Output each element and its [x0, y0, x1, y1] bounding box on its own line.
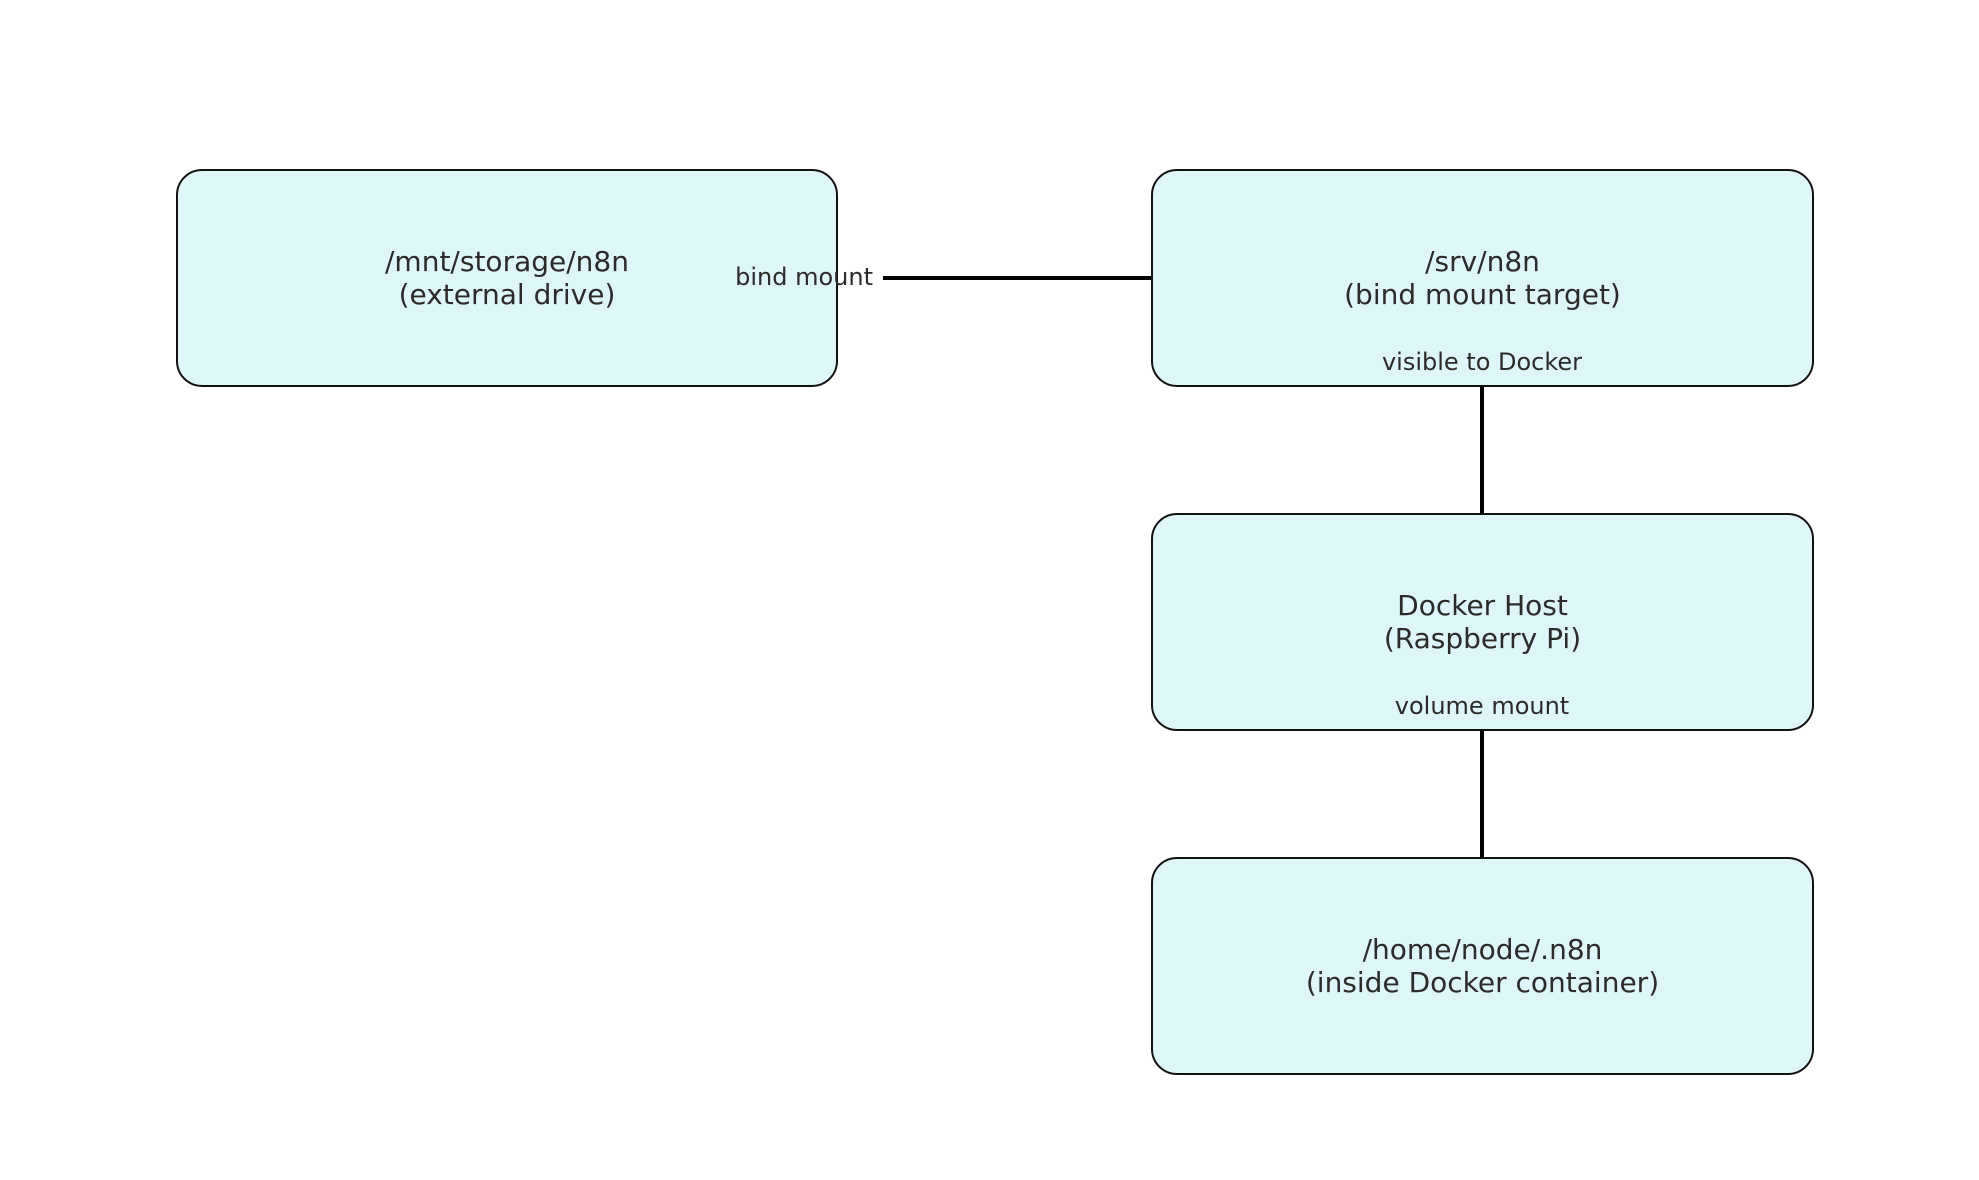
- bind-mount-label: bind mount: [735, 263, 873, 291]
- visible-to-docker-arrow: [1473, 387, 1491, 533]
- bind-mount-arrow: [883, 269, 1187, 287]
- volume-mount-label: volume mount: [1394, 692, 1570, 720]
- container-desc: (inside Docker container): [1305, 966, 1660, 999]
- container-path: /home/node/.n8n: [1362, 933, 1603, 966]
- external-drive-node: /mnt/storage/n8n (external drive): [176, 169, 838, 387]
- volume-mount-arrow: [1473, 731, 1491, 877]
- docker-host-title: Docker Host: [1397, 589, 1568, 622]
- docker-host-desc: (Raspberry Pi): [1383, 622, 1582, 655]
- srv-n8n-desc: (bind mount target): [1344, 278, 1621, 311]
- docker-host-node: Docker Host (Raspberry Pi): [1151, 513, 1814, 731]
- external-drive-path: /mnt/storage/n8n: [385, 245, 629, 278]
- external-drive-desc: (external drive): [398, 278, 616, 311]
- visible-to-docker-label: visible to Docker: [1381, 348, 1583, 376]
- srv-n8n-path: /srv/n8n: [1425, 245, 1540, 278]
- container-node: /home/node/.n8n (inside Docker container…: [1151, 857, 1814, 1075]
- srv-n8n-node: /srv/n8n (bind mount target): [1151, 169, 1814, 387]
